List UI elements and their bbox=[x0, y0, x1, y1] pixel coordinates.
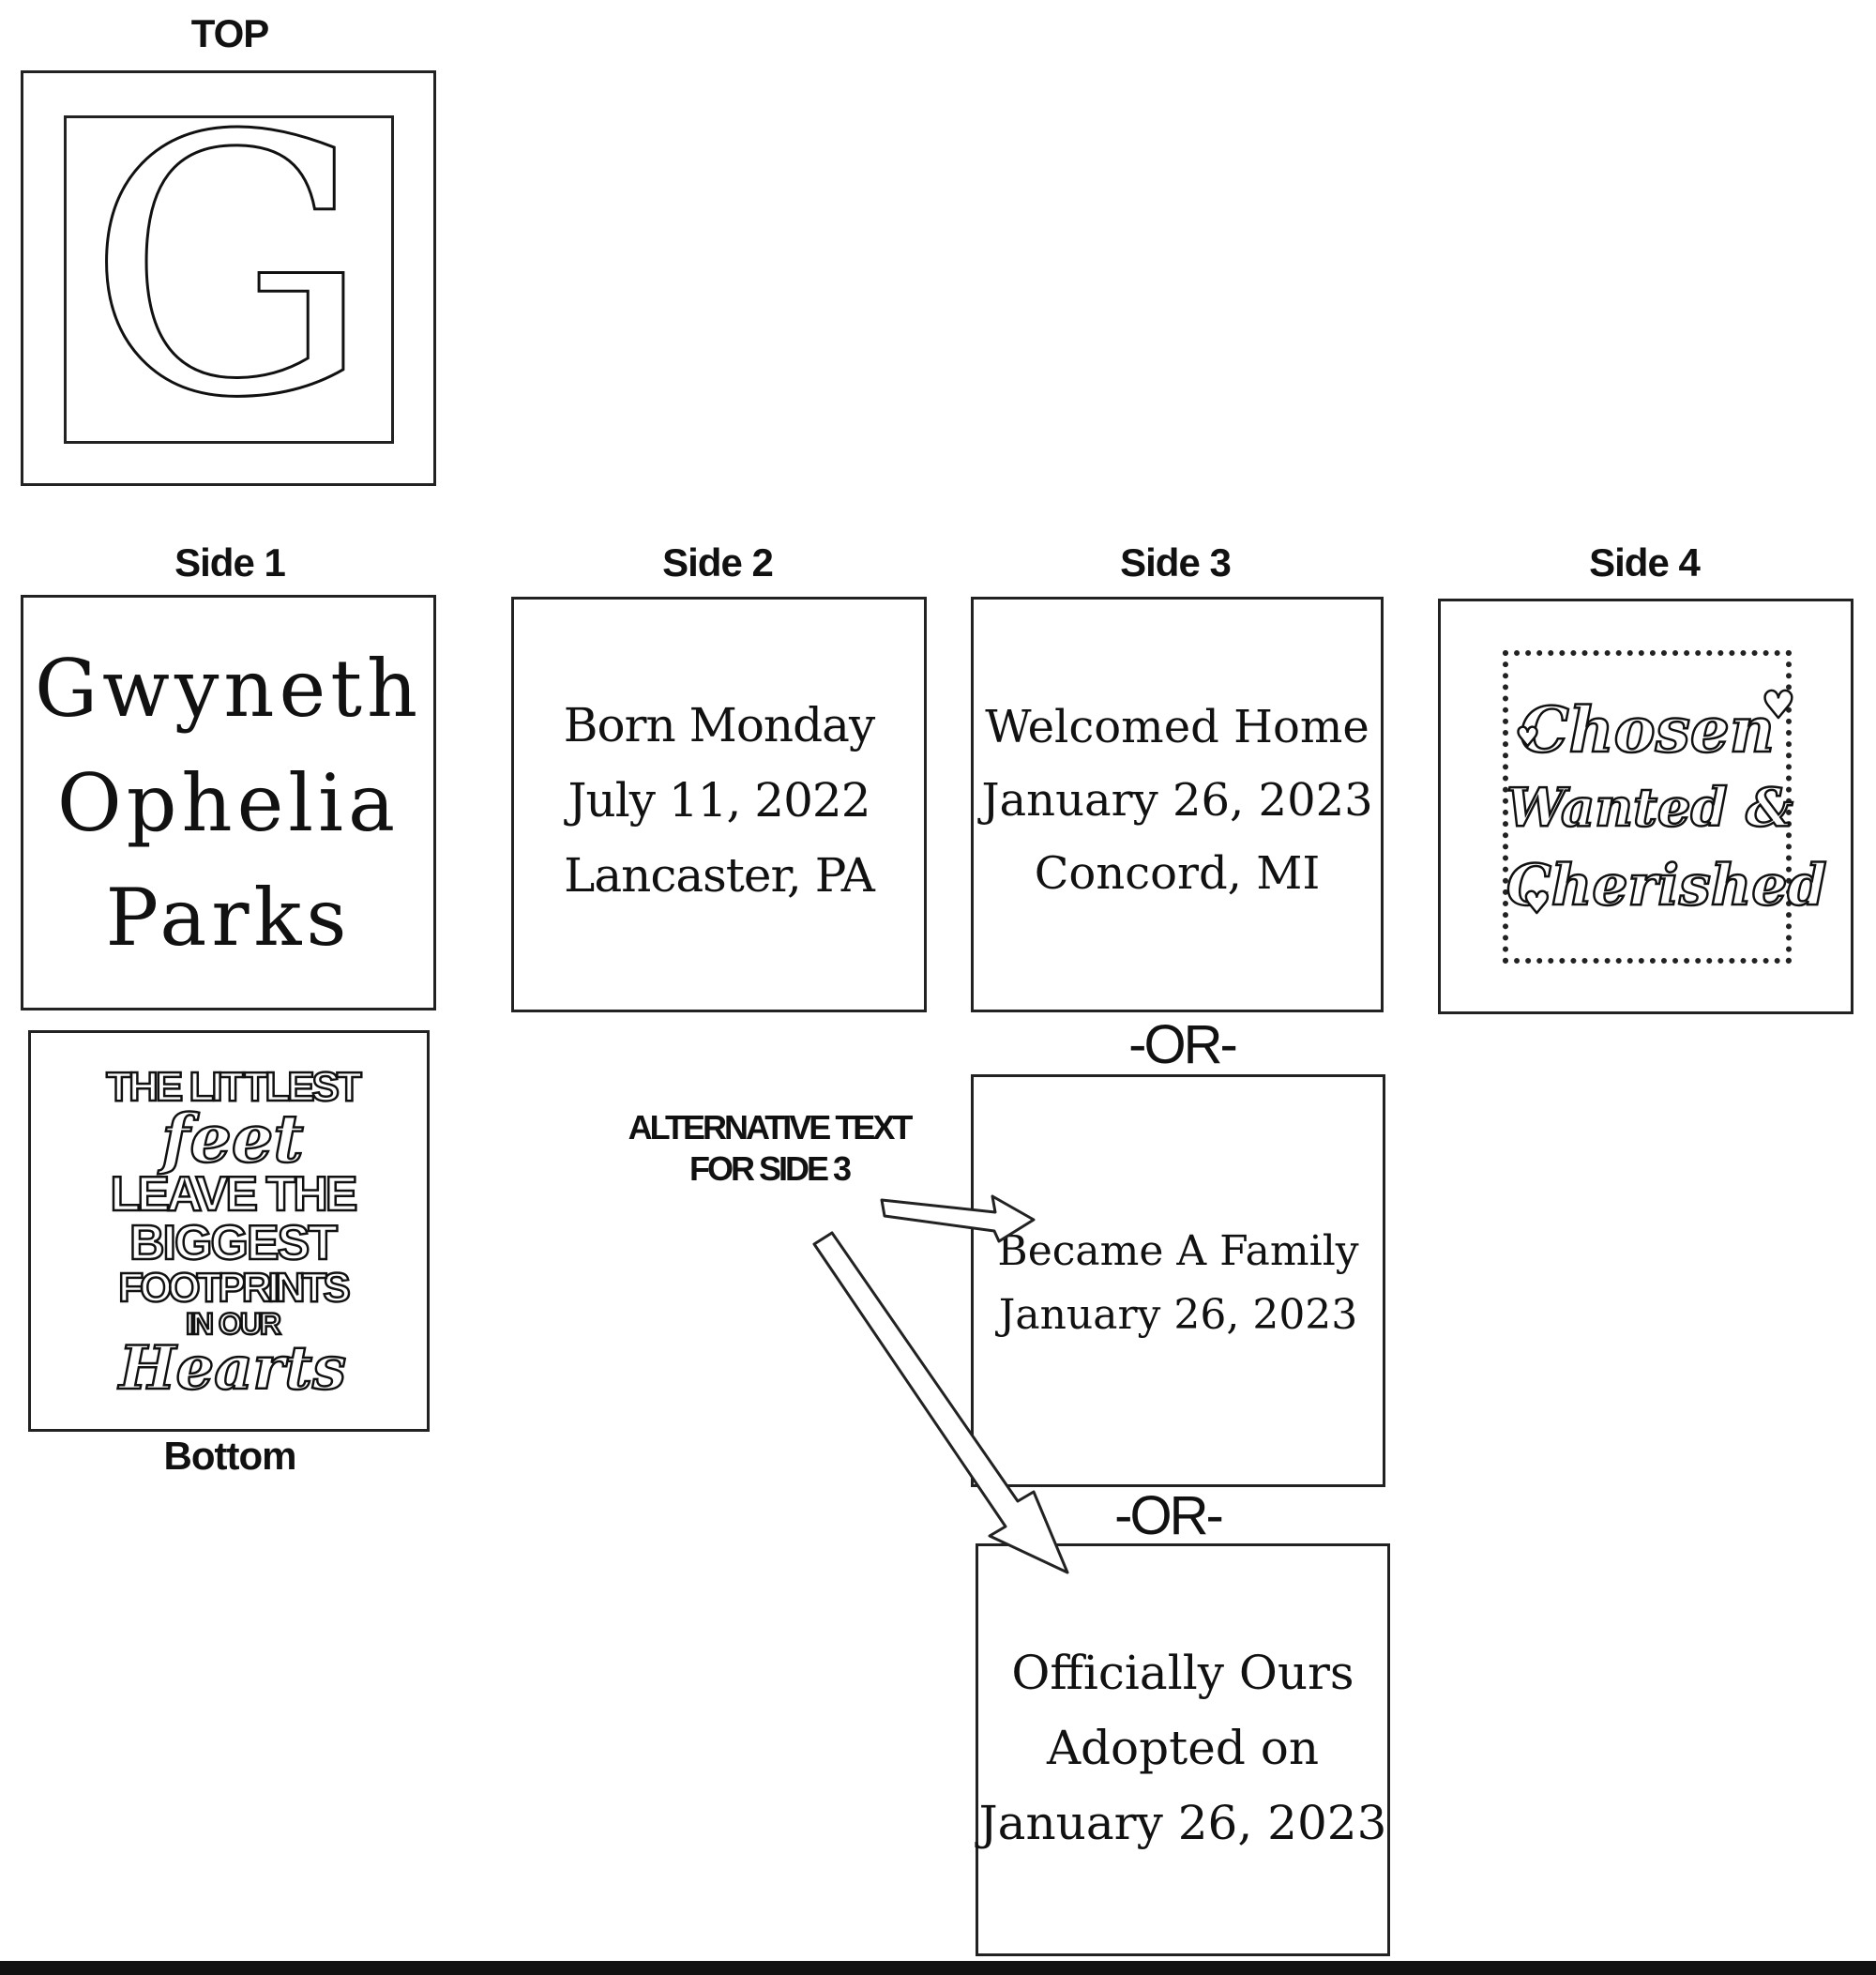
arrow-to-alternative-2 bbox=[812, 1231, 1069, 1574]
alternative-2-line: Officially Ours bbox=[1011, 1646, 1354, 1700]
side-4-art-line: Cherished bbox=[1505, 852, 1828, 920]
or-separator: -OR- bbox=[1128, 1014, 1238, 1075]
bottom-edge-bar bbox=[0, 1961, 1876, 1975]
bottom-art-line: BIGGEST bbox=[129, 1216, 340, 1270]
side-4-panel: Chosen Wanted & Cherished ♥ ♥ ♥ bbox=[1438, 599, 1853, 1014]
heart-icon: ♥ bbox=[1761, 683, 1796, 729]
top-panel: G bbox=[21, 70, 436, 486]
side-2-panel: Born Monday July 11, 2022 Lancaster, PA bbox=[511, 597, 927, 1012]
monogram-letter: G bbox=[85, 60, 373, 476]
side-3-label: Side 3 bbox=[1120, 540, 1232, 585]
bottom-art-line: feet bbox=[160, 1100, 305, 1177]
side-2-line: July 11, 2022 bbox=[567, 772, 870, 828]
alternative-1-line: Became A Family bbox=[997, 1227, 1359, 1275]
alternative-text-line: FOR SIDE 3 bbox=[688, 1149, 852, 1188]
side-2-line: Born Monday bbox=[563, 697, 875, 752]
side-4-artwork: Chosen Wanted & Cherished bbox=[1505, 667, 1828, 949]
side-4-art-line: Chosen bbox=[1519, 692, 1776, 768]
bottom-label: Bottom bbox=[163, 1434, 297, 1478]
side-1-line: Gwyneth bbox=[34, 642, 423, 735]
side-2-text: Born Monday July 11, 2022 Lancaster, PA bbox=[514, 656, 924, 944]
alternative-2-line: January 26, 2023 bbox=[978, 1796, 1387, 1850]
heart-icon: ♥ bbox=[1515, 721, 1541, 754]
side-4-dotted-frame bbox=[1503, 650, 1792, 964]
alternative-2-panel: Officially Ours Adopted on January 26, 2… bbox=[976, 1543, 1390, 1956]
side-1-text: Gwyneth Ophelia Parks bbox=[23, 626, 433, 980]
side-1-panel: Gwyneth Ophelia Parks bbox=[21, 595, 436, 1010]
side-3-text: Welcomed Home January 26, 2023 Concord, … bbox=[974, 656, 1381, 944]
arrow-to-alternative-1 bbox=[880, 1194, 1036, 1243]
top-inner-frame: G bbox=[64, 79, 394, 457]
side-1-line: Parks bbox=[105, 871, 352, 964]
alternative-1-panel: Became A Family January 26, 2023 bbox=[971, 1074, 1385, 1487]
top-label: TOP bbox=[190, 11, 270, 55]
bottom-art-line: THE LITTLEST bbox=[105, 1064, 363, 1110]
side-2-line: Lancaster, PA bbox=[564, 847, 875, 903]
or-separator: -OR- bbox=[1114, 1485, 1224, 1546]
side-1-label: Side 1 bbox=[174, 540, 286, 585]
alternative-1-line: January 26, 2023 bbox=[998, 1291, 1358, 1339]
bottom-art-line: IN OUR bbox=[185, 1307, 283, 1341]
bottom-panel: THE LITTLEST feet LEAVE THE BIGGEST FOOT… bbox=[28, 1030, 430, 1432]
alternative-2-line: Adopted on bbox=[1046, 1721, 1320, 1775]
side-3-line: Welcomed Home bbox=[985, 700, 1369, 753]
alternative-2-text: Officially Ours Adopted on January 26, 2… bbox=[978, 1626, 1387, 1870]
alternative-text-note: ALTERNATIVE TEXT FOR SIDE 3 bbox=[600, 1107, 938, 1190]
side-2-label: Side 2 bbox=[662, 540, 774, 585]
side-3-line: Concord, MI bbox=[1034, 846, 1321, 900]
side-4-label: Side 4 bbox=[1589, 540, 1701, 585]
alternative-1-text: Became A Family January 26, 2023 bbox=[974, 1218, 1383, 1349]
alternative-text-line: ALTERNATIVE TEXT bbox=[628, 1108, 914, 1147]
bottom-art-line: LEAVE THE bbox=[109, 1167, 358, 1222]
bottom-artwork: THE LITTLEST feet LEAVE THE BIGGEST FOOT… bbox=[87, 1064, 378, 1404]
bottom-art-line: FOOTPRINTS bbox=[117, 1265, 352, 1311]
bottom-art-line: Hearts bbox=[118, 1333, 347, 1404]
side-4-art-line: Wanted & bbox=[1505, 776, 1794, 841]
heart-icon: ♥ bbox=[1522, 884, 1551, 922]
side-1-line: Ophelia bbox=[56, 756, 401, 849]
side-3-line: January 26, 2023 bbox=[981, 773, 1373, 827]
side-3-panel: Welcomed Home January 26, 2023 Concord, … bbox=[971, 597, 1384, 1012]
